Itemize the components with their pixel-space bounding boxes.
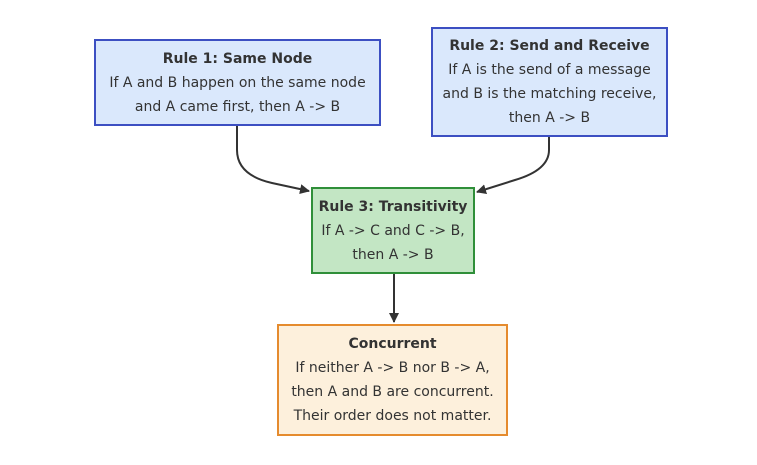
node-title: Rule 2: Send and Receive — [449, 38, 650, 54]
edge-rule1-to-rule3 — [236, 126, 310, 194]
node-concurrent: Concurrent If neither A -> B nor B -> A,… — [277, 324, 508, 436]
node-text-line: Their order does not matter. — [293, 408, 492, 424]
node-text-line: then A -> B — [352, 246, 434, 263]
node-title: Concurrent — [348, 336, 437, 352]
node-title: Rule 1: Same Node — [162, 50, 313, 67]
node-rule-same-node: Rule 1: Same Node If A and B happen on t… — [94, 39, 381, 126]
node-text-line: and B is the matching receive, — [442, 86, 657, 102]
node-title: Rule 3: Transitivity — [318, 198, 468, 215]
node-text-line: and A came first, then A -> B — [134, 98, 341, 115]
node-text-line: If A is the send of a message — [448, 62, 651, 78]
node-text-line: If A -> C and C -> B, — [321, 222, 465, 239]
node-text-line: then A -> B — [508, 110, 591, 126]
node-rule-transitivity: Rule 3: Transitivity If A -> C and C -> … — [311, 187, 475, 274]
node-rule-send-receive: Rule 2: Send and Receive If A is the sen… — [431, 27, 668, 137]
node-text-line: then A and B are concurrent. — [291, 384, 494, 400]
node-text-line: If A and B happen on the same node — [109, 74, 366, 91]
node-text-line: If neither A -> B nor B -> A, — [295, 360, 490, 376]
edge-rule2-to-rule3 — [476, 137, 550, 195]
